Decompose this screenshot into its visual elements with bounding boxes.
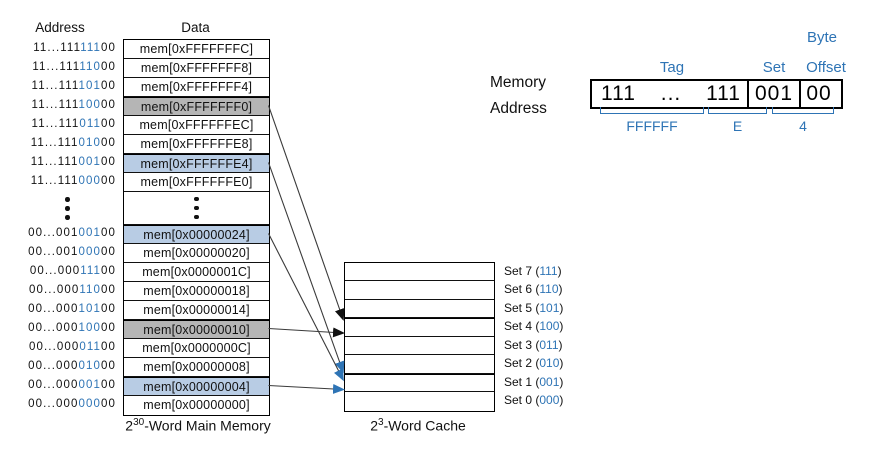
memory-address-binary: 00...00000100 [28,379,116,391]
memory-address-binary: 00...00010000 [28,322,116,334]
tag-bits-right: 111 [706,82,741,105]
memory-address-binary: 00...00010100 [28,303,116,315]
caption-exponent: 30 [133,417,145,428]
memory-data-cell: mem[0xFFFFFFF0] [124,97,269,116]
memory-address-binary: 11...11111100 [33,42,116,54]
cache-set-row [345,318,494,337]
memory-address-binary: 00...00000000 [28,398,116,410]
tag-field-cell: 111 ... 111 [592,81,747,107]
memory-address-label-line2: Address [490,100,547,117]
set-field-label: Set [762,59,786,76]
hex-group-label-tag: FFFFFF [626,118,678,134]
cache-set-row [345,336,494,355]
memory-data-cell: mem[0x00000004] [124,377,269,396]
caption-suffix: -Word Cache [383,417,466,434]
memory-address-label-line1: Memory [490,74,546,91]
byte-offset-field-cell: 00 [799,81,837,107]
cache-set-row [345,392,494,411]
memory-address-binary: 11...11110100 [31,80,116,92]
memory-address-binary: 00...00100100 [28,227,116,239]
cache-set-row [345,373,494,392]
ellipsis-row [124,192,269,225]
cache-set-label: Set 0 (000) [504,393,564,407]
memory-data-cell: mem[0x00000000] [124,396,269,415]
memory-address-binary: 11...11100100 [30,156,116,168]
hex-group-label-middle: E [732,118,743,134]
memory-address-binary: 11...11100000 [30,175,116,187]
mapping-arrow-blue [268,233,344,382]
byte-field-label: Byte [806,29,837,46]
data-column-header: Data [181,20,210,35]
cache-set-label: Set 5 (101) [504,300,564,315]
memory-data-cell: mem[0x00000020] [124,244,269,263]
cache-set-row [345,262,494,281]
tag-field-label: Tag [659,59,685,76]
address-column-header: Address [35,20,85,35]
cache-table [344,261,495,412]
caption-base: 2 [370,417,378,434]
caption-suffix: -Word Main Memory [144,417,271,434]
mapping-arrow-blue [267,162,345,374]
cache-set-label: Set 3 (011) [504,337,563,352]
hex-bracket-middle [708,107,767,114]
memory-data-cell: mem[0xFFFFFFE8] [124,135,269,154]
address-ellipsis-dots [65,197,70,220]
ellipsis-dots [194,196,199,220]
tag-bits-ellipsis: ... [660,82,682,105]
memory-data-cell: mem[0xFFFFFFF8] [124,59,269,78]
memory-address-binary: 00...00001000 [28,360,116,372]
memory-address-binary: 00...00011100 [29,265,116,277]
memory-data-cell: mem[0xFFFFFFE0] [124,173,269,192]
memory-address-label: Memory Address [490,70,547,122]
memory-data-cell: mem[0xFFFFFFFC] [124,40,269,59]
hex-group-label-offset: 4 [799,118,807,134]
cache-set-labels: Set 7 (111) Set 6 (110) Set 5 (101) Set 4 (… [504,262,563,410]
memory-data-cell: mem[0x00000010] [124,320,269,339]
cache-set-label: Set 1 (001) [504,374,564,389]
hex-bracket-offset [772,107,834,114]
set-field-cell: 001 [747,81,799,107]
hex-bracket-tag [600,107,704,114]
cache-set-label: Set 4 (100) [504,319,564,333]
cache-set-label: Set 2 (010) [504,356,564,370]
caption-exponent: 3 [378,417,384,428]
memory-address-binary: 11...11101000 [30,137,116,149]
cache-set-row [345,281,494,300]
cache-set-label: Set 7 (111) [504,263,562,278]
memory-data-cell: mem[0xFFFFFFE4] [124,154,269,173]
cache-caption: 23-Word Cache [343,417,493,434]
memory-data-cell: mem[0x00000008] [124,358,269,377]
memory-data-cell: mem[0x00000018] [124,282,269,301]
memory-data-cell: mem[0xFFFFFFF4] [124,78,269,97]
memory-data-cell: mem[0x00000024] [124,225,269,244]
mapping-arrow-black [268,327,345,338]
memory-data-cell: mem[0x0000000C] [124,339,269,358]
main-memory-caption: 230-Word Main Memory [98,417,298,434]
cache-set-row [345,355,494,374]
memory-data-cell: mem[0xFFFFFFEC] [124,116,269,135]
memory-data-cell: mem[0x0000001C] [124,263,269,282]
memory-address-binary: 11...11111000 [32,61,116,73]
memory-address-binary: 11...11101100 [31,118,116,130]
memory-address-column: 11...11111100 11...11111000 11...11110100 1… [0,39,117,414]
memory-address-binary: 00...00001100 [28,341,116,353]
memory-address-binary: 00...00100000 [28,246,116,258]
mapping-arrow-blue [268,383,345,394]
memory-address-binary: 00...00011000 [28,284,116,296]
caption-base: 2 [125,417,134,434]
offset-field-label: Offset [806,59,846,76]
mapping-arrow-black [267,105,345,321]
cache-set-row [345,299,494,318]
ellipsis-row [0,191,117,224]
main-memory-table: mem[0xFFFFFFFC]mem[0xFFFFFFF8]mem[0xFFFF… [123,39,270,416]
tag-bits-left: 111 [601,82,636,105]
memory-address-binary: 11...11110000 [31,99,116,111]
memory-address-box: 111 ... 111 001 00 [590,79,843,109]
memory-data-cell: mem[0x00000014] [124,301,269,320]
cache-set-label: Set 6 (110) [504,282,563,296]
